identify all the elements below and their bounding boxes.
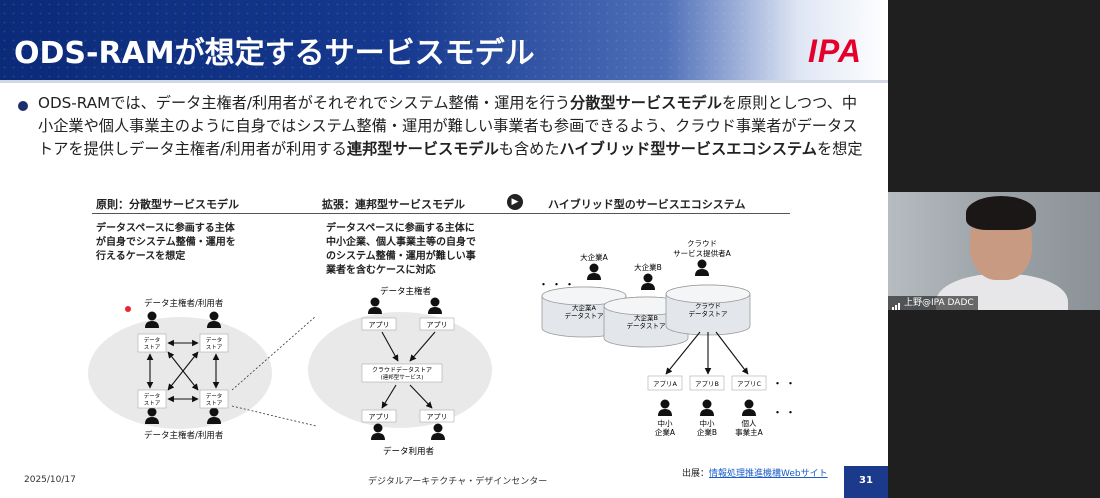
h-ellipsis-right-2: ・・・ bbox=[772, 406, 800, 419]
f-cloud-store-sub: (連邦型サービス) bbox=[381, 373, 424, 381]
h-corpB-label: 大企業B bbox=[634, 262, 662, 272]
slide-header-banner: ODS-RAMが想定するサービスモデル IPA bbox=[0, 0, 888, 80]
h-indA-2: 事業主A bbox=[735, 427, 763, 437]
h-cloud-provider-2: サービス提供者A bbox=[673, 248, 731, 258]
ipa-logo: IPA bbox=[808, 33, 862, 69]
bullet-bold-hybrid: ハイブリッド型サービスエコシステム bbox=[559, 140, 817, 158]
col2-heading: 拡張：連邦型サービスモデル bbox=[322, 198, 465, 211]
col1-description: データスペースに参画する主体 が自身でシステム整備・運用を 行えるケースを想定 bbox=[96, 223, 236, 262]
bullet-text-part: も含めた bbox=[498, 140, 560, 158]
h-appA: アプリA bbox=[653, 380, 678, 388]
d-store-tr-1: データ bbox=[206, 336, 223, 344]
source-link[interactable]: 情報処理推進機構Webサイト bbox=[709, 469, 828, 479]
service-model-diagram: データ主権者/利用者 データ主権者/利用者 データストア データストア データス… bbox=[88, 239, 800, 457]
d-store-bl-1: データ bbox=[144, 392, 161, 400]
h-store-B-2: データストア bbox=[627, 321, 667, 330]
h-indA-1: 個人 bbox=[742, 418, 757, 428]
audio-level-icon bbox=[892, 296, 901, 310]
h-ellipsis-right-1: ・・・ bbox=[772, 377, 800, 390]
f-app-tl: アプリ bbox=[369, 321, 390, 329]
bullet-bold-federated: 連邦型サービスモデル bbox=[346, 140, 499, 158]
footer-source: 出展：情報処理推進機構Webサイト bbox=[682, 466, 828, 479]
d-store-tl-2: ストア bbox=[144, 344, 161, 351]
bullet-text-part: ODS-RAMでは、データ主権者/利用者がそれぞれでシステム整備・運用を行う bbox=[38, 94, 571, 112]
f-app-br: アプリ bbox=[427, 413, 448, 421]
d-store-tr-2: ストア bbox=[206, 344, 223, 351]
h-cloud-provider-1: クラウド bbox=[687, 239, 717, 248]
f-app-tr: アプリ bbox=[427, 321, 448, 329]
d-bottom-label: データ主権者/利用者 bbox=[144, 430, 224, 441]
h-smeA-2: 企業A bbox=[655, 427, 676, 437]
h-store-C-2: データストア bbox=[689, 309, 729, 318]
source-label: 出展： bbox=[682, 469, 710, 479]
d-store-br-1: データ bbox=[206, 392, 223, 400]
h-corpA-label: 大企業A bbox=[580, 252, 608, 262]
column-heading-rule bbox=[92, 213, 790, 214]
f-cloud-store: クラウドデータストア bbox=[372, 366, 432, 374]
col3-heading: ハイブリッド型のサービスエコシステム bbox=[548, 198, 746, 211]
d-store-br-2: ストア bbox=[206, 400, 223, 407]
f-top-label: データ主権者 bbox=[380, 286, 432, 297]
bullet-icon bbox=[18, 101, 28, 111]
f-bottom-label: データ利用者 bbox=[383, 446, 435, 457]
d-person-top-right bbox=[207, 311, 221, 328]
distributed-ellipse bbox=[88, 317, 272, 429]
header-pattern bbox=[0, 0, 888, 80]
h-store-A-1: 大企業A bbox=[572, 303, 597, 312]
footer-org: デジタルアーキテクチャ・デザインセンター bbox=[368, 477, 548, 487]
h-smeB-1: 中小 bbox=[700, 418, 715, 428]
col1-heading: 原則：分散型サービスモデル bbox=[96, 198, 239, 211]
h-store-B-1: 大企業B bbox=[634, 313, 658, 322]
presentation-slide: ODS-RAMが想定するサービスモデル IPA ODS-RAMでは、データ主権者… bbox=[0, 0, 888, 498]
header-divider bbox=[0, 80, 888, 83]
d-store-bl-2: ストア bbox=[144, 400, 161, 407]
bullet-bold-distributed: 分散型サービスモデル bbox=[570, 94, 722, 112]
h-store-A-2: データストア bbox=[565, 311, 605, 320]
h-appC: アプリC bbox=[737, 380, 762, 388]
page-number: 31 bbox=[859, 475, 873, 486]
d-top-label: データ主権者/利用者 bbox=[144, 298, 224, 309]
slide-bullet-text: ODS-RAMでは、データ主権者/利用者がそれぞれでシステム整備・運用を行う分散… bbox=[38, 92, 870, 161]
h-appB: アプリB bbox=[695, 380, 719, 388]
participant-name: 上野@IPA DADC bbox=[904, 298, 974, 308]
participant-video-tile[interactable]: 上野@IPA DADC bbox=[888, 192, 1100, 310]
arrow-right-icon: ▶ bbox=[507, 194, 523, 210]
video-person-hair bbox=[966, 196, 1036, 230]
participant-name-badge: 上野@IPA DADC bbox=[888, 296, 978, 310]
d-store-tl-1: データ bbox=[144, 336, 161, 344]
bullet-text-part: を原則としつつ、中小企業や個人事業主のように自身ではシステム整備・運用が難しい事… bbox=[38, 94, 858, 158]
h-store-C-1: クラウド bbox=[695, 302, 721, 310]
h-smeB-2: 企業B bbox=[697, 427, 717, 437]
f-app-bl: アプリ bbox=[369, 413, 390, 421]
footer-date: 2025/10/17 bbox=[24, 475, 76, 485]
page-number-box: 31 bbox=[844, 466, 888, 498]
col2-description: データスペースに参画する主体に 中小企業、個人事業主等の自身で のシステム整備・… bbox=[326, 223, 476, 276]
participant-video-panel: 上野@IPA DADC bbox=[888, 0, 1100, 498]
bullet-text-part: を想定 bbox=[816, 140, 863, 158]
h-smeA-1: 中小 bbox=[658, 418, 673, 428]
slide-title: ODS-RAMが想定するサービスモデル bbox=[14, 36, 535, 71]
